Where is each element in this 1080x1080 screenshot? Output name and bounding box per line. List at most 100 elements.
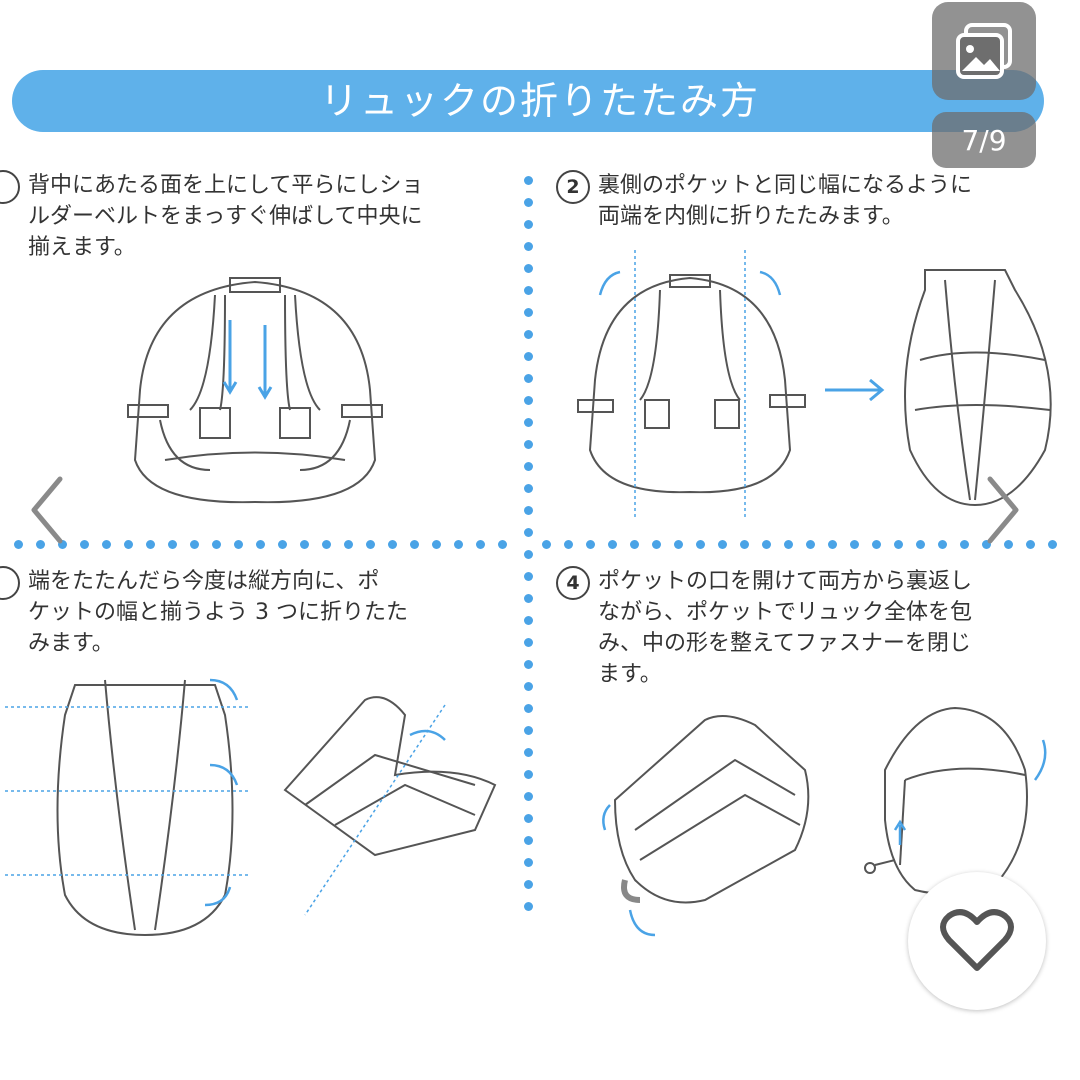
divider-dot [652, 540, 661, 549]
step-number-2: 2 [556, 170, 590, 204]
divider-dot [80, 540, 89, 549]
divider-dot [524, 880, 533, 889]
heart-icon [940, 909, 1014, 971]
divider-dot [894, 540, 903, 549]
divider-dot [36, 540, 45, 549]
next-image-button[interactable] [972, 470, 1032, 550]
divider-dot [850, 540, 859, 549]
divider-dot [608, 540, 617, 549]
divider-dot [366, 540, 375, 549]
divider-dot [960, 540, 969, 549]
divider-dot [524, 418, 533, 427]
divider-dot [524, 220, 533, 229]
divider-dot [524, 330, 533, 339]
divider-dot [524, 264, 533, 273]
divider-dot [524, 440, 533, 449]
divider-dot [740, 540, 749, 549]
divider-dot [524, 242, 533, 251]
divider-dot [524, 902, 533, 911]
divider-dot [212, 540, 221, 549]
gallery-button[interactable] [932, 2, 1036, 100]
chevron-left-icon [31, 476, 63, 544]
divider-dot [524, 374, 533, 383]
divider-dot [564, 540, 573, 549]
divider-dot [524, 858, 533, 867]
divider-dot [344, 540, 353, 549]
divider-dot [696, 540, 705, 549]
divider-dot [938, 540, 947, 549]
image-counter: 7/9 [932, 112, 1036, 168]
divider-dot [524, 682, 533, 691]
chevron-right-icon [987, 476, 1019, 544]
divider-dot [524, 396, 533, 405]
divider-dot [58, 540, 67, 549]
divider-dot [322, 540, 331, 549]
divider-dot [524, 726, 533, 735]
divider-dot [234, 540, 243, 549]
divider-dot [278, 540, 287, 549]
like-button[interactable] [908, 872, 1046, 1010]
divider-dot [524, 770, 533, 779]
divider-dot [102, 540, 111, 549]
backpack-fold-sides-illustration [577, 250, 1052, 520]
divider-dot [524, 462, 533, 471]
divider-dot [524, 528, 533, 537]
divider-dot [524, 638, 533, 647]
divider-dot [300, 540, 309, 549]
step-number-3 [0, 566, 20, 600]
divider-dot [524, 814, 533, 823]
step-4-text: ポケットの口を開けて両方から裏返し ながら、ポケットでリュック全体を包 み、中の… [598, 569, 973, 687]
divider-dot [524, 594, 533, 603]
divider-dot [524, 704, 533, 713]
divider-dot [762, 540, 771, 549]
divider-dot [524, 836, 533, 845]
divider-dot [524, 352, 533, 361]
divider-dot [828, 540, 837, 549]
divider-dot [388, 540, 397, 549]
divider-dot [524, 616, 533, 625]
divider-dot [524, 286, 533, 295]
divider-dot [674, 540, 683, 549]
divider-dot [586, 540, 595, 549]
divider-dot [524, 792, 533, 801]
divider-dot [524, 484, 533, 493]
divider-dot [542, 540, 551, 549]
step-number-4: 4 [556, 566, 590, 600]
divider-dot [872, 540, 881, 549]
divider-dot [432, 540, 441, 549]
page-title: リュックの折りたたみ方 [319, 79, 760, 123]
divider-dot [916, 540, 925, 549]
divider-dot [524, 308, 533, 317]
prev-image-button[interactable] [18, 470, 78, 550]
divider-dot [524, 198, 533, 207]
divider-dot [1048, 540, 1057, 549]
divider-dot [410, 540, 419, 549]
divider-dot [124, 540, 133, 549]
step-3-text: 端をたたんだら今度は縦方向に、ポ ケットの幅と揃うよう 3 つに折りたた みます… [28, 569, 408, 656]
image-stack-icon [956, 23, 1012, 79]
divider-dot [982, 540, 991, 549]
divider-dot [1026, 540, 1035, 549]
step-1-text: 背中にあたる面を上にして平らにしショ ルダーベルトをまっすぐ伸ばして中央に 揃え… [28, 173, 424, 260]
divider-dot [146, 540, 155, 549]
divider-dot [168, 540, 177, 549]
divider-dot [454, 540, 463, 549]
divider-dot [14, 540, 23, 549]
divider-dot [476, 540, 485, 549]
divider-dot [718, 540, 727, 549]
divider-dot [1004, 540, 1013, 549]
backpack-back-illustration [127, 277, 383, 504]
step-number-1 [0, 170, 20, 204]
divider-dot [524, 572, 533, 581]
divider-dot [630, 540, 639, 549]
backpack-pocket-wrap-illustration [602, 706, 1047, 937]
title-banner [12, 70, 1044, 132]
divider-dot [524, 176, 533, 185]
divider-dot [524, 550, 533, 559]
divider-dot [784, 540, 793, 549]
divider-dot [256, 540, 265, 549]
divider-dot [806, 540, 815, 549]
divider-dot [190, 540, 199, 549]
divider-dot [524, 506, 533, 515]
step-2-text: 裏側のポケットと同じ幅になるように 両端を内側に折りたたみます。 [598, 173, 973, 229]
